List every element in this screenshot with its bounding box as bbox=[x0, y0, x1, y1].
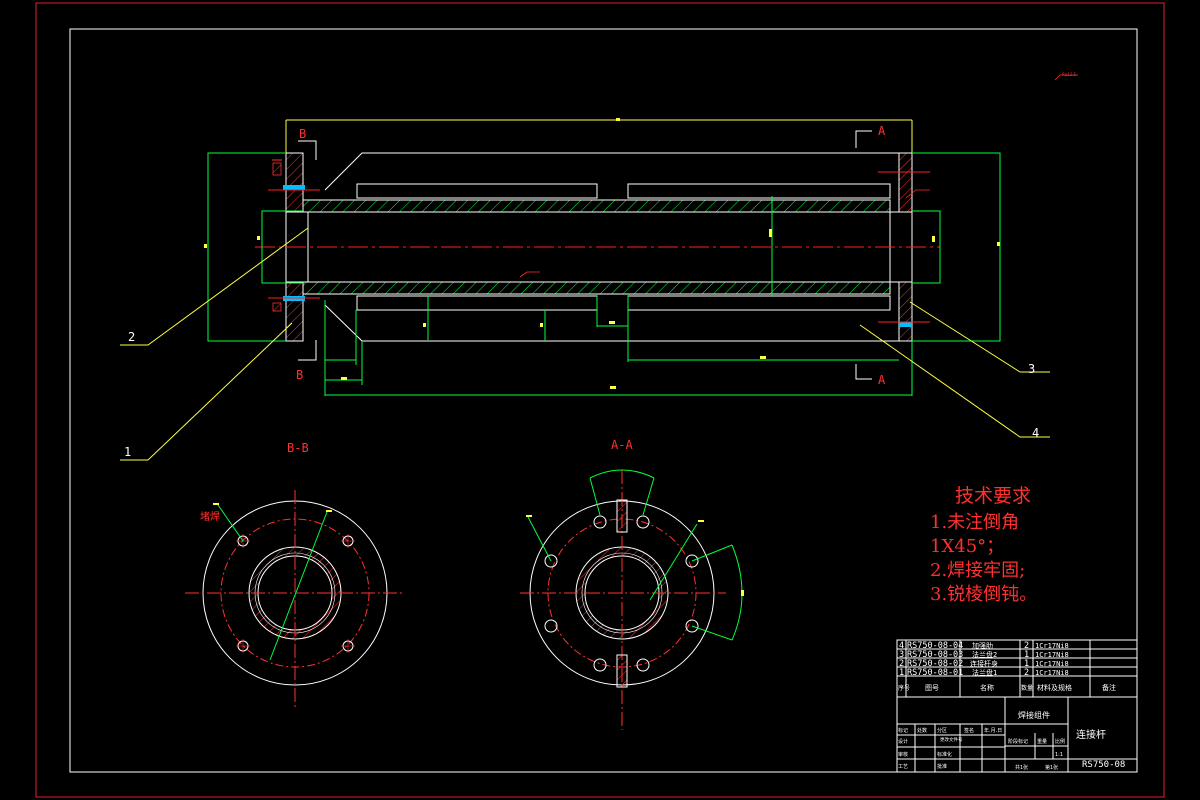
bom-row-2-code: RS750-08-02 bbox=[907, 659, 963, 669]
balloon-1: 1 bbox=[124, 445, 131, 459]
bom-header-no: 序号 bbox=[898, 684, 910, 692]
bom-row-2-material: 1Cr17Ni8 bbox=[1035, 660, 1069, 668]
bom-row-3-code: RS750-08-03 bbox=[907, 650, 963, 660]
bom-row-3-qty: 1 bbox=[1024, 650, 1029, 660]
tb-label-count: 处数 bbox=[917, 727, 927, 734]
tb-label-weight: 重量 bbox=[1037, 738, 1047, 745]
title-block bbox=[896, 639, 1138, 773]
tb-label-design: 设计 bbox=[898, 738, 908, 745]
section-view-bb: B-B 堵焊 bbox=[185, 441, 405, 710]
bom-table: 4 RS750-08-04 加强肋 2 1Cr17Ni8 3 RS750-08-… bbox=[898, 641, 1116, 692]
bom-row-2-no: 2 bbox=[899, 659, 904, 669]
bom-row-1-qty: 2 bbox=[1024, 668, 1029, 678]
bb-weld-note: 堵焊 bbox=[200, 510, 220, 523]
scale-value: 1:1 bbox=[1055, 752, 1063, 758]
bom-row-4-qty: 2 bbox=[1024, 641, 1029, 651]
section-mark-b-top: B bbox=[299, 127, 306, 141]
drawing-number: RS750-08 bbox=[1082, 760, 1125, 770]
bom-row-2-name: 连接杆身 bbox=[970, 659, 998, 668]
tech-req-item-1: 1.未注倒角 bbox=[930, 512, 1019, 533]
bom-row-1-no: 1 bbox=[899, 668, 904, 678]
tech-req-item-3: 2.焊接牢固; bbox=[930, 560, 1025, 581]
assembly-label: 焊接组件 bbox=[1018, 710, 1050, 720]
bom-row-3-name: 法兰盘2 bbox=[972, 650, 997, 659]
balloon-3: 3 bbox=[1028, 362, 1035, 376]
bom-header-name: 名称 bbox=[980, 683, 994, 692]
balloon-4: 4 bbox=[1032, 426, 1039, 440]
tb-label-sign: 签名 bbox=[964, 727, 974, 734]
bom-header-remark: 备注 bbox=[1102, 683, 1116, 692]
bb-title: B-B bbox=[287, 441, 309, 455]
roughness-text: Ra12.5 bbox=[1062, 72, 1077, 77]
section-mark-a-top: A bbox=[878, 124, 886, 138]
section-mark-b-bottom: B bbox=[296, 368, 303, 382]
aa-title: A-A bbox=[611, 438, 633, 452]
bom-row-3-no: 3 bbox=[899, 650, 904, 660]
bom-row-2-qty: 1 bbox=[1024, 659, 1029, 669]
bom-row-4-name: 加强肋 bbox=[972, 641, 993, 650]
part-name: 连接杆 bbox=[1076, 728, 1106, 741]
tb-label-standard: 标准化 bbox=[937, 751, 952, 758]
tech-req-item-4: 3.锐棱倒钝。 bbox=[930, 584, 1037, 605]
bom-header-qty: 数量 bbox=[1021, 684, 1033, 692]
tb-label-change: 更改文件号 bbox=[940, 736, 963, 743]
bom-header-code: 图号 bbox=[925, 684, 939, 692]
bom-header-material: 材料及规格 bbox=[1037, 683, 1072, 692]
tb-label-date: 年.月.日 bbox=[984, 727, 1002, 734]
title-block-text: 焊接组件 连接杆 RS750-08 1:1 共1张 第1张 标记 处数 分区 更… bbox=[898, 710, 1125, 771]
tb-label-craft: 工艺 bbox=[898, 764, 908, 770]
tb-label-mark: 标记 bbox=[898, 727, 908, 734]
section-view-aa: A-A bbox=[520, 438, 744, 730]
bom-row-4-code: RS750-08-04 bbox=[907, 641, 963, 651]
tb-label-check: 审核 bbox=[898, 751, 908, 758]
tb-label-ratio: 比例 bbox=[1055, 738, 1065, 745]
tb-label-zone: 分区 bbox=[937, 727, 947, 734]
bom-row-1-name: 法兰盘1 bbox=[972, 668, 997, 677]
tech-req-title: 技术要求 bbox=[955, 485, 1031, 507]
bom-row-1-material: 1Cr17Ni8 bbox=[1035, 669, 1069, 677]
tb-label-stage: 阶段标记 bbox=[1008, 738, 1028, 745]
tb-label-approve: 批准 bbox=[937, 763, 947, 770]
sheet-no: 第1张 bbox=[1045, 764, 1058, 771]
outer-border bbox=[35, 2, 1165, 798]
main-view: B B A A Ra12.5 2 1 3 4 bbox=[120, 72, 1078, 461]
tech-requirements: 技术要求 1.未注倒角 1X45°； 2.焊接牢固; 3.锐棱倒钝。 bbox=[930, 485, 1037, 605]
tech-req-item-2: 1X45°； bbox=[930, 536, 1004, 557]
balloon-2: 2 bbox=[128, 330, 135, 344]
bom-row-4-no: 4 bbox=[899, 641, 904, 651]
roughness-symbol bbox=[1054, 74, 1078, 81]
bom-row-1-code: RS750-08-01 bbox=[907, 668, 963, 678]
inner-frame bbox=[69, 28, 1138, 773]
bom-row-4-material: 1Cr17Ni8 bbox=[1035, 642, 1069, 650]
section-mark-a-bottom: A bbox=[878, 373, 886, 387]
sheet-total: 共1张 bbox=[1015, 764, 1028, 771]
bom-row-3-material: 1Cr17Ni8 bbox=[1035, 651, 1069, 659]
